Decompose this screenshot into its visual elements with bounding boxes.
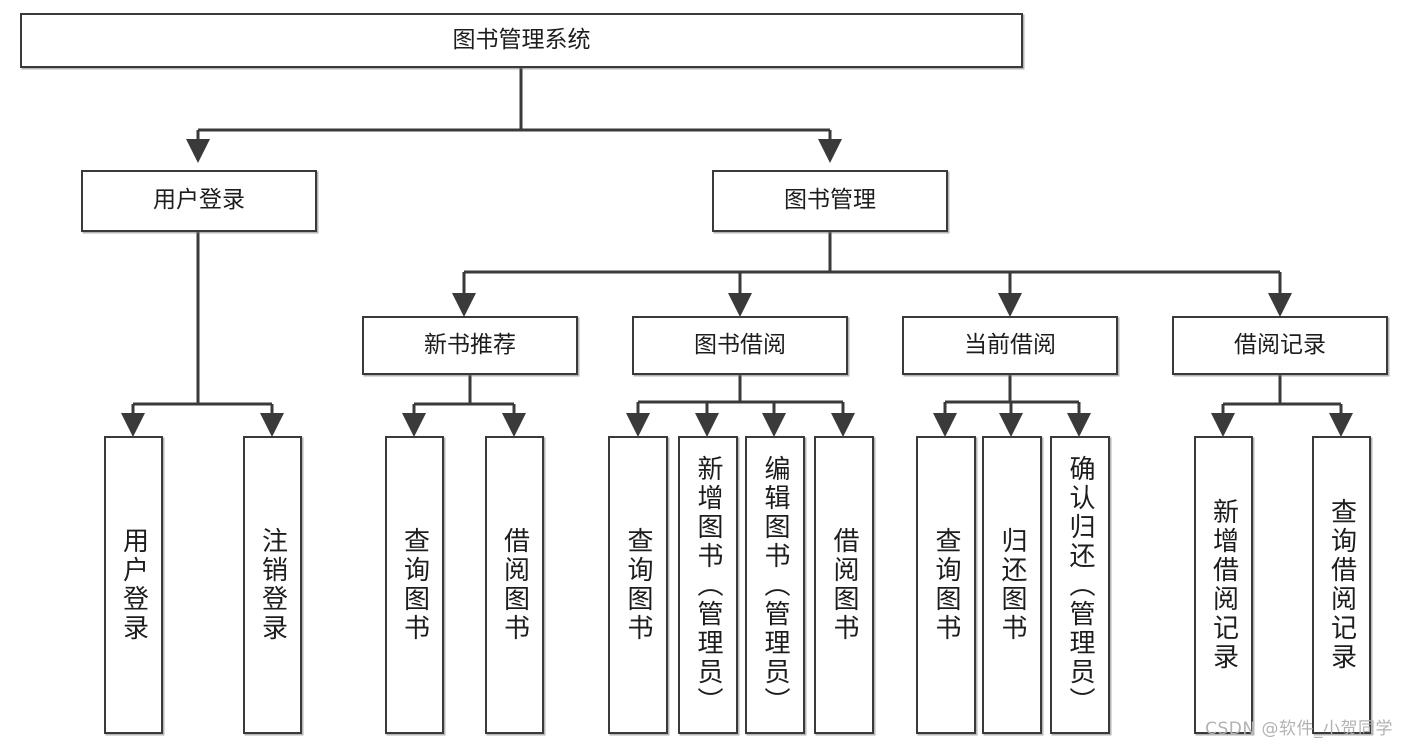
leaf-logout-login[interactable]: 注销登录: [243, 436, 302, 734]
leaf-query-book-1-label: 查询图书: [399, 527, 430, 643]
leaf-user-login[interactable]: 用户登录: [104, 436, 163, 734]
leaf-query-book-3-label: 查询图书: [931, 527, 961, 643]
leaf-query-record-label: 查询借阅记录: [1326, 498, 1357, 672]
leaf-query-book-1[interactable]: 查询图书: [385, 436, 444, 734]
leaf-edit-book-label: 编辑图书（管理员）: [760, 454, 790, 716]
leaf-borrow-book-1-label: 借阅图书: [499, 527, 530, 643]
leaf-borrow-book-1[interactable]: 借阅图书: [485, 436, 544, 734]
leaf-add-book[interactable]: 新增图书（管理员）: [678, 436, 738, 734]
leaf-add-book-label: 新增图书（管理员）: [693, 454, 723, 716]
leaf-borrow-book-2[interactable]: 借阅图书: [814, 436, 874, 734]
leaf-return-book[interactable]: 归还图书: [982, 436, 1042, 734]
leaf-add-record-label: 新增借阅记录: [1208, 498, 1239, 672]
node-book-manage[interactable]: 图书管理: [712, 170, 948, 232]
node-user-login[interactable]: 用户登录: [81, 170, 317, 232]
node-borrow-record[interactable]: 借阅记录: [1172, 316, 1388, 375]
leaf-edit-book[interactable]: 编辑图书（管理员）: [745, 436, 805, 734]
leaf-logout-login-label: 注销登录: [257, 527, 288, 643]
leaf-user-login-label: 用户登录: [118, 527, 149, 643]
leaf-query-book-2-label: 查询图书: [623, 527, 653, 643]
leaf-return-book-label: 归还图书: [997, 527, 1027, 643]
node-book-borrow[interactable]: 图书借阅: [632, 316, 848, 375]
node-root-label: 图书管理系统: [452, 26, 591, 53]
leaf-borrow-book-2-label: 借阅图书: [829, 527, 859, 643]
node-new-book-recommend-label: 新书推荐: [424, 331, 516, 358]
node-current-borrow-label: 当前借阅: [964, 331, 1056, 358]
node-book-borrow-label: 图书借阅: [694, 331, 786, 358]
node-root[interactable]: 图书管理系统: [20, 13, 1023, 68]
leaf-confirm-return-label: 确认归还（管理员）: [1065, 454, 1095, 716]
node-book-manage-label: 图书管理: [784, 187, 876, 214]
node-user-login-label: 用户登录: [153, 187, 245, 214]
leaf-query-record[interactable]: 查询借阅记录: [1312, 436, 1371, 734]
leaf-confirm-return[interactable]: 确认归还（管理员）: [1050, 436, 1110, 734]
node-current-borrow[interactable]: 当前借阅: [902, 316, 1118, 375]
node-new-book-recommend[interactable]: 新书推荐: [362, 316, 578, 375]
leaf-query-book-2[interactable]: 查询图书: [608, 436, 668, 734]
leaf-add-record[interactable]: 新增借阅记录: [1194, 436, 1253, 734]
node-borrow-record-label: 借阅记录: [1234, 331, 1326, 358]
leaf-query-book-3[interactable]: 查询图书: [916, 436, 976, 734]
